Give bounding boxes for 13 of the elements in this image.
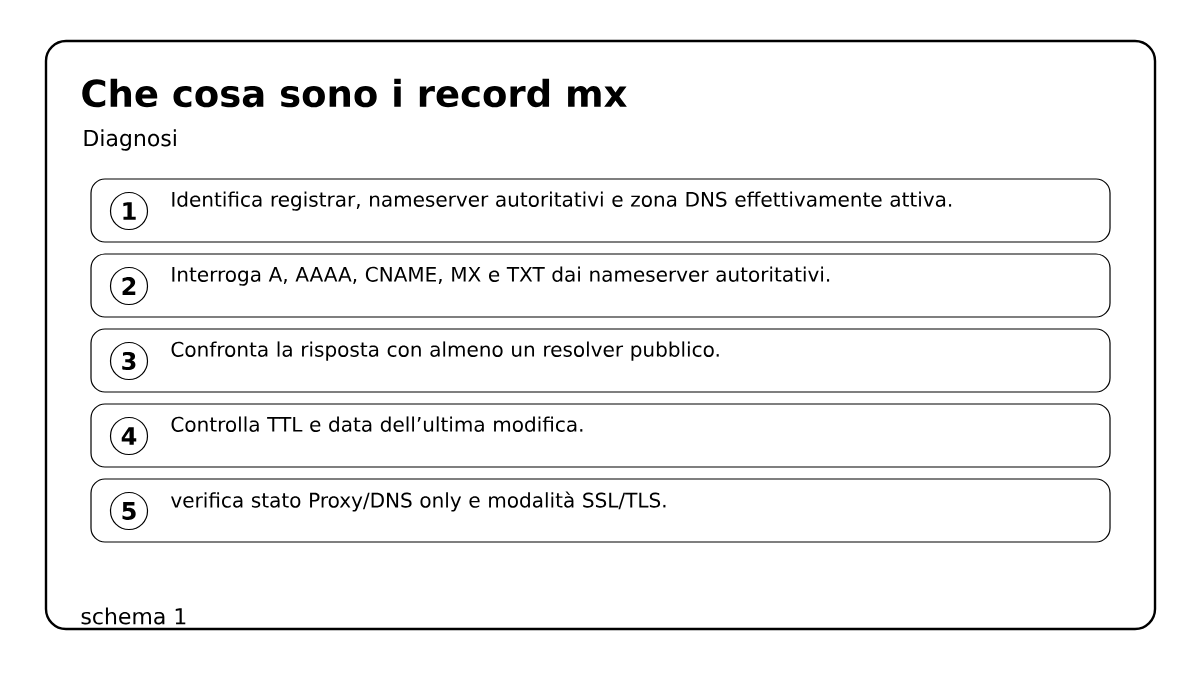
title: Che cosa sono i record mx xyxy=(82,78,627,108)
step-box xyxy=(90,403,1111,468)
step-text: Confronta la risposta con almeno un resolver pubblico. xyxy=(171,341,719,361)
step-text: verifica stato Proxy/DNS only e modalità SSL/TLS. xyxy=(171,491,666,512)
step-box xyxy=(90,478,1111,543)
step-text: Interroga A, AAAA, CNAME, MX e TXT dai nameserver autoritativi. xyxy=(172,266,830,286)
step-box xyxy=(90,328,1111,393)
subtitle: Diagnosi xyxy=(84,129,176,151)
step-box xyxy=(90,178,1111,243)
step-box xyxy=(90,253,1111,318)
step-text: Identifica registrar, nameserver autoritativi e zona DNS effettivamente attiva. xyxy=(172,191,952,211)
step-text: Controlla TTL e data dell’ultima modifica. xyxy=(171,416,583,432)
footer-text: schema 1 xyxy=(81,607,186,625)
